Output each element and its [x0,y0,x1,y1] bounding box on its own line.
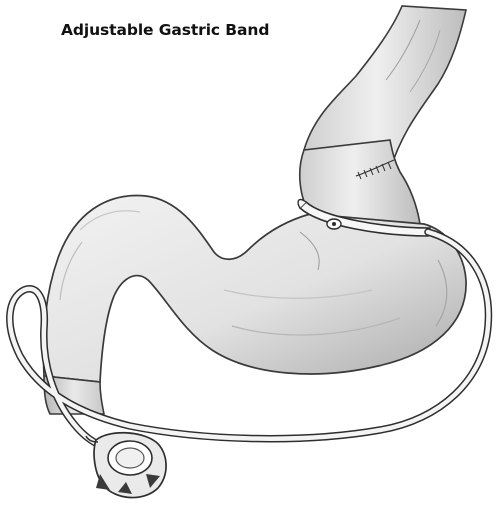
stomach [44,196,467,382]
access-port [86,433,166,498]
